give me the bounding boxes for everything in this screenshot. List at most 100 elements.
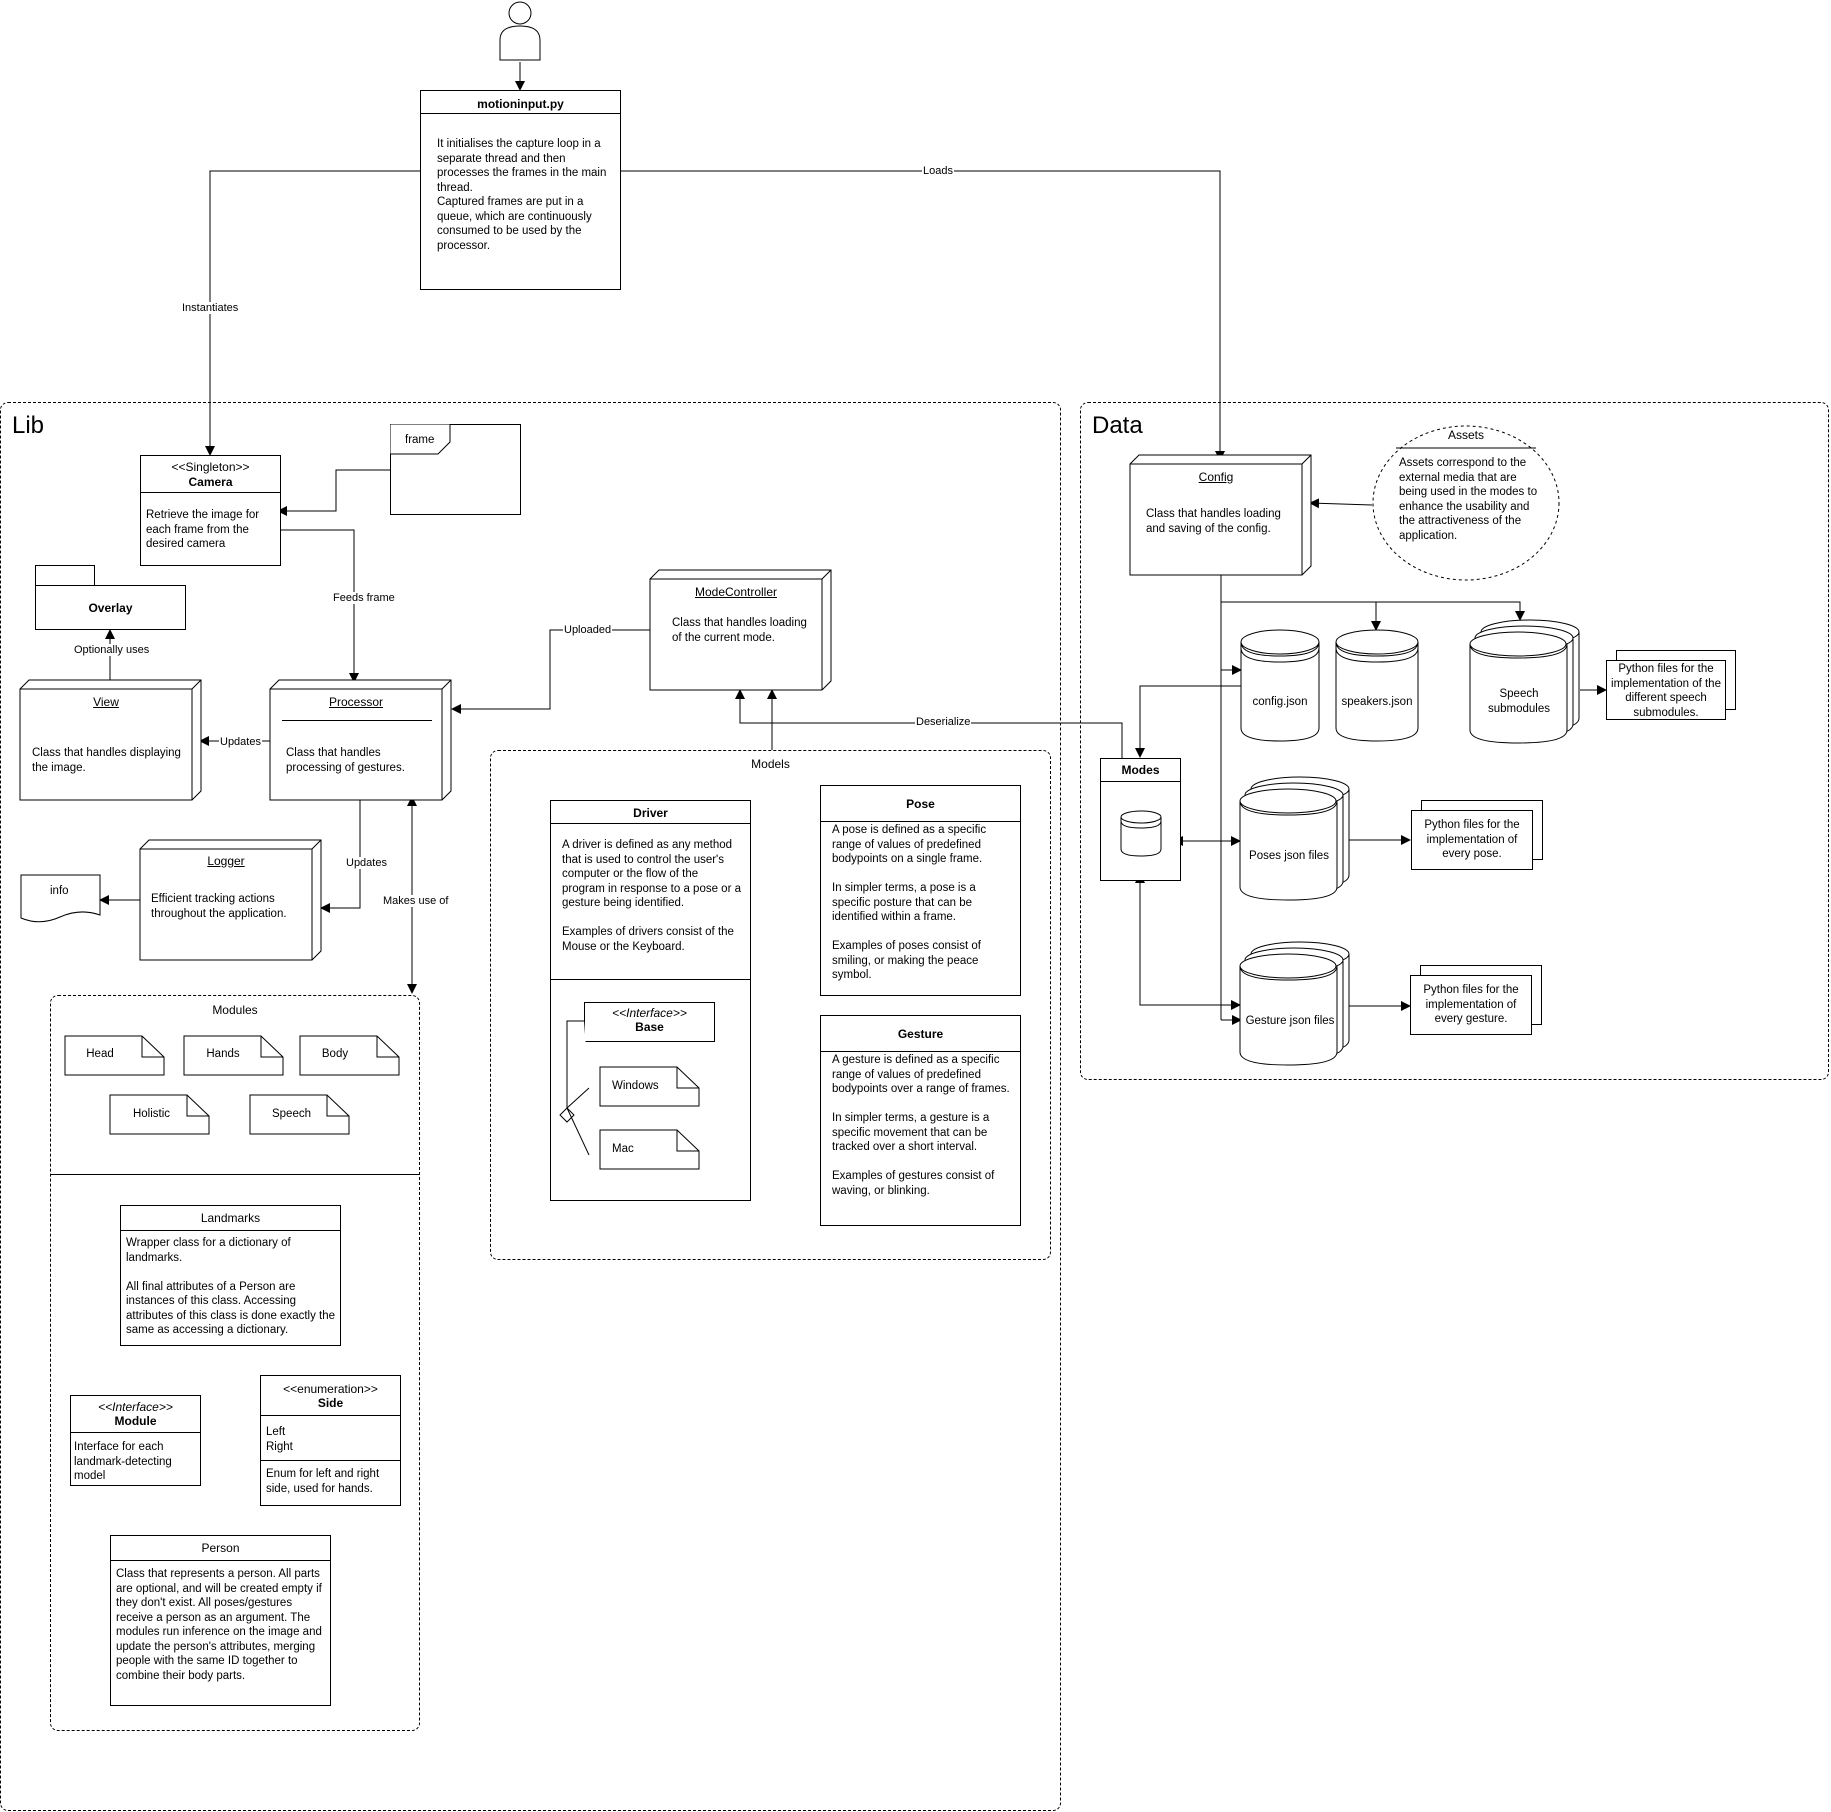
- note-body-icon: [299, 1035, 400, 1076]
- overlay-package: Overlay: [35, 585, 186, 630]
- camera-name: Camera: [188, 475, 233, 489]
- view-class: View Class that handles displaying the i…: [20, 690, 192, 800]
- edge-label-optionally-uses: Optionally uses: [73, 644, 151, 656]
- modes-class: Modes: [1100, 758, 1181, 881]
- info-label: info: [50, 885, 69, 897]
- modecontroller-name: ModeController: [694, 585, 778, 599]
- note-hands-icon: [183, 1035, 284, 1076]
- driver-inheritance-lines: [559, 1020, 590, 1156]
- gesture-json-cylinder-icon: [1239, 941, 1350, 1066]
- modes-name: Modes: [1121, 763, 1160, 777]
- info-document-icon: [20, 874, 101, 923]
- person-body: Class that represents a person. All part…: [116, 1568, 322, 1682]
- logger-class: Logger Efficient tracking actions throug…: [140, 850, 312, 960]
- driver-impl-mac: Mac: [612, 1143, 634, 1155]
- logger-body: Efficient tracking actions throughout th…: [151, 893, 287, 920]
- pose-name: Pose: [906, 797, 935, 811]
- side-enum-body: Enum for left and right side, used for h…: [266, 1468, 380, 1495]
- module-holistic: Holistic: [132, 1108, 171, 1120]
- motioninput-box: motioninput.py It initialises the captur…: [420, 90, 621, 290]
- config-json-label: config.json: [1252, 696, 1308, 708]
- driver-impl-windows: Windows: [612, 1080, 659, 1092]
- processor-class: Processor Class that handles processing …: [270, 690, 442, 800]
- edge-label-feeds-frame: Feeds frame: [332, 592, 396, 604]
- modules-title: Modules: [212, 1003, 258, 1017]
- camera-stereotype: <<Singleton>>: [171, 460, 250, 474]
- pose-body: A pose is defined as a specific range of…: [832, 824, 987, 981]
- gesture-py-files: Python files for the implementation of e…: [1410, 975, 1532, 1035]
- frame-tab-icon: [390, 424, 451, 455]
- note-speech-icon: [249, 1094, 350, 1135]
- landmarks-class: Landmarks Wrapper class for a dictionary…: [120, 1205, 341, 1346]
- data-container: [1080, 402, 1829, 1080]
- poses-py-label: Python files for the implementation of e…: [1424, 819, 1520, 860]
- speech-submodules-cylinder-icon: [1469, 619, 1580, 744]
- edge-label-loads: Loads: [922, 165, 954, 177]
- modes-database-icon: [1120, 810, 1162, 857]
- models-container: Models: [490, 750, 1051, 1260]
- module-interface-name: Module: [114, 1414, 157, 1428]
- edge-label-instantiates: Instantiates: [181, 302, 240, 314]
- lib-container: [0, 402, 1061, 1811]
- assets-body: Assets correspond to the external media …: [1399, 457, 1538, 542]
- driver-base-interface: <<Interface>> Base: [584, 1002, 715, 1042]
- note-holistic-icon: [109, 1094, 210, 1135]
- landmarks-body: Wrapper class for a dictionary of landma…: [126, 1237, 336, 1336]
- modecontroller-body: Class that handles loading of the curren…: [672, 617, 807, 644]
- landmarks-name: Landmarks: [200, 1211, 261, 1225]
- overlay-tab: [35, 565, 95, 586]
- pose-class: Pose A pose is defined as a specific ran…: [820, 785, 1021, 996]
- logger-name: Logger: [207, 854, 245, 868]
- driver-name: Driver: [633, 806, 668, 820]
- camera-class: <<Singleton>> Camera Retrieve the image …: [140, 455, 281, 566]
- data-title: Data: [1092, 412, 1143, 439]
- config-body: Class that handles loading and saving of…: [1146, 508, 1281, 535]
- assets-name: Assets: [1447, 428, 1484, 442]
- lib-title: Lib: [12, 412, 45, 439]
- speakers-json-label: speakers.json: [1341, 696, 1413, 708]
- edge-label-uploaded: Uploaded: [563, 624, 613, 636]
- note-head-icon: [64, 1035, 165, 1076]
- gesture-body: A gesture is defined as a specific range…: [832, 1054, 1010, 1197]
- view-body: Class that handles displaying the image.: [32, 747, 181, 774]
- processor-3d-frame: [269, 679, 452, 801]
- driver-body: A driver is defined as any method that i…: [562, 839, 741, 953]
- module-speech: Speech: [271, 1108, 311, 1120]
- speakers-json-cylinder-icon: [1335, 629, 1419, 742]
- gesture-name: Gesture: [897, 1027, 944, 1041]
- note-mac-icon: [599, 1129, 700, 1170]
- module-hands: Hands: [206, 1048, 240, 1060]
- gesture-class: Gesture A gesture is defined as a specif…: [820, 1015, 1021, 1226]
- speech-py-label: Python files for the implementation of t…: [1611, 663, 1721, 719]
- models-title: Models: [751, 757, 790, 771]
- edge-label-deserialize: Deserialize: [915, 716, 972, 728]
- config-3d-frame: [1129, 454, 1312, 576]
- modecontroller-class: ModeController Class that handles loadin…: [650, 580, 822, 690]
- config-json-cylinder-icon: [1240, 629, 1320, 742]
- module-body: Body: [321, 1048, 349, 1060]
- side-enum-values: Left Right: [266, 1426, 293, 1453]
- module-interface-stereotype: <<Interface>>: [98, 1400, 173, 1414]
- processor-body: Class that handles processing of gesture…: [286, 747, 405, 774]
- side-enum-name: Side: [317, 1396, 344, 1410]
- motioninput-title: motioninput.py: [477, 97, 564, 111]
- edge-label-updates-logger: Updates: [345, 857, 388, 869]
- motioninput-body: It initialises the capture loop in a sep…: [437, 138, 607, 252]
- driver-base-name: Base: [635, 1020, 664, 1034]
- logger-3d-frame: [139, 839, 322, 961]
- frame-box: frame: [390, 424, 521, 515]
- view-3d-frame: [19, 679, 202, 801]
- note-windows-icon: [599, 1066, 700, 1107]
- poses-json-label: Poses json files: [1249, 850, 1329, 862]
- processor-name: Processor: [328, 695, 384, 709]
- modules-container: Modules: [50, 995, 420, 1731]
- module-head: Head: [86, 1048, 114, 1060]
- edge-label-makes-use-of: Makes use of: [382, 895, 450, 907]
- gesture-py-label: Python files for the implementation of e…: [1423, 984, 1519, 1025]
- person-name: Person: [201, 1541, 240, 1555]
- gesture-json-label: Gesture json files: [1245, 1015, 1335, 1027]
- user-actor-icon: [499, 1, 541, 61]
- side-enum-stereotype: <<enumeration>>: [283, 1382, 378, 1396]
- camera-body: Retrieve the image for each frame from t…: [146, 509, 260, 550]
- edge-label-updates-view: Updates: [219, 736, 262, 748]
